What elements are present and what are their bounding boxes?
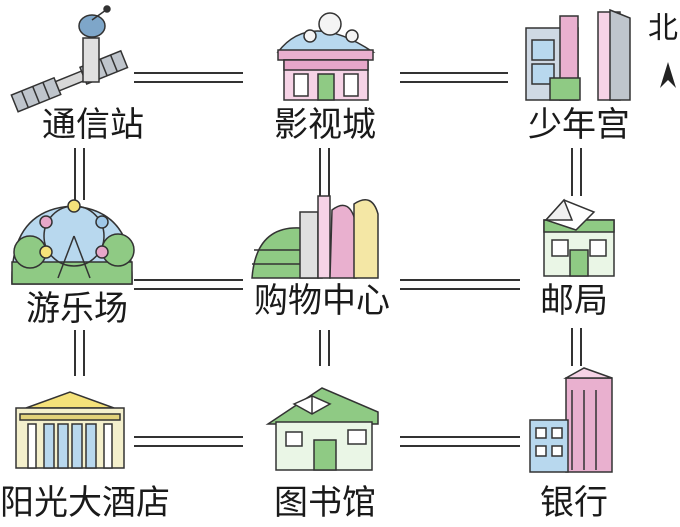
cinema-icon [276,12,376,101]
post-office-icon [543,198,615,277]
location-label-r1c2: 影视城 [274,105,376,145]
palace-icon [525,8,631,101]
north-label: 北 [648,11,678,46]
roads [74,72,582,447]
mall-icon [251,195,379,279]
bank-icon [529,367,613,473]
hotel-icon [15,391,125,469]
location-label-r1c1: 通信站 [42,105,144,145]
location-label-r1c3: 少年宫 [528,105,630,145]
ferris-wheel-icon [11,199,135,285]
location-label-r2c3: 邮局 [540,281,608,321]
location-label-r2c1: 游乐场 [26,289,128,329]
location-label-r2c2: 购物中心 [254,281,390,321]
satellite-icon [10,5,129,113]
library-icon [265,387,379,471]
location-label-r3c3: 银行 [540,483,608,523]
location-label-r3c2: 图书馆 [274,483,376,523]
north-arrow-icon [660,62,676,88]
location-label-r3c1: 阳光大酒店 [0,483,170,523]
